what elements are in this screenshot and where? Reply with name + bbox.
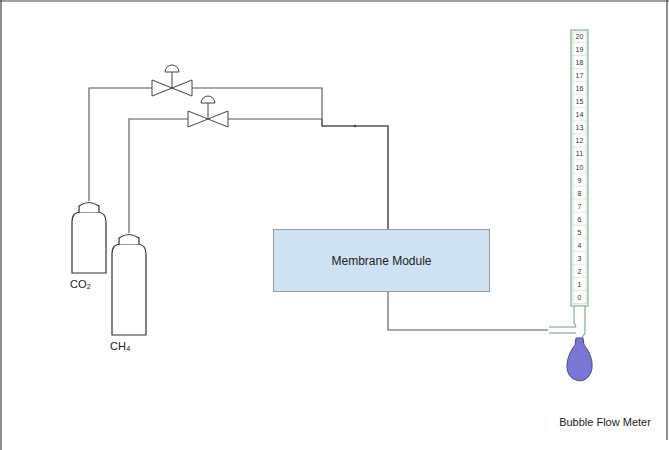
graduation-number: 10 [573,164,587,172]
graduation-number: 12 [573,137,587,145]
graduation-number: 4 [573,242,587,250]
ch4-cylinder: CH₄ [108,232,150,352]
flow-meter-illustration [549,30,592,381]
side-arm [549,332,576,333]
co2-cylinder: CO₂ [68,200,110,290]
graduation-number: 16 [573,85,587,93]
node-label: CO₂ [70,278,110,290]
graduation-tick [573,212,586,213]
graduation-tick [573,303,586,304]
graduation-tick [573,264,586,265]
graduation-number: 3 [573,255,587,263]
graduation-number: 19 [573,46,587,54]
graduation-tick [573,42,586,43]
graduation-tick [573,68,586,69]
graduation-tick [573,225,586,226]
rubber-bulb [567,338,592,381]
graduation-tick [573,159,586,160]
meter-tube-inner [573,32,586,304]
valve-symbol [152,65,192,96]
valve-handle [165,65,179,72]
side-arm [549,326,576,327]
valve-handle [201,96,215,103]
pipe-line [89,88,388,229]
graduation-number: 6 [573,216,587,224]
bubble-flow-meter: Bubble Flow Meter [548,28,648,430]
graduation-tick [573,290,586,291]
cylinder-body [112,244,146,335]
graduation-number: 13 [573,124,587,132]
meter-neck [574,306,585,338]
graduation-tick [573,186,586,187]
graduation-tick [573,238,586,239]
process-box: Membrane Module [273,229,490,292]
frame-line [0,0,1,450]
gas-cylinder [108,232,150,336]
graduation-number: 7 [573,203,587,211]
graduation-tick [573,277,586,278]
cylinder-cap [119,235,139,245]
graduation-number: 8 [573,190,587,198]
graduation-number: 14 [573,111,587,119]
pipe-line [388,292,548,330]
graduation-ticks [573,43,586,304]
node-label: Membrane Module [331,254,431,268]
graduation-number: 18 [573,59,587,67]
pipe-line [129,119,388,233]
graduation-number: 15 [573,98,587,106]
graduation-tick [573,120,586,121]
frame-line [0,0,669,1]
graduation-number: 2 [573,268,587,276]
graduation-tick [573,81,586,82]
graduation-tick [573,251,586,252]
graduation-number: 20 [573,33,587,41]
graduation-tick [573,133,586,134]
frame-line [666,0,667,440]
graduation-tick [573,146,586,147]
graduation-number: 1 [573,281,587,289]
graduation-tick [573,94,586,95]
cylinder-cap [79,203,99,213]
valve-stem [172,72,173,88]
meter-tube [571,30,588,306]
graduation-number: 17 [573,72,587,80]
graduation-tick [573,199,586,200]
graduation-tick [573,107,586,108]
node-label: Bubble Flow Meter [559,416,651,428]
graduation-tick [573,173,586,174]
graduation-number: 9 [573,177,587,185]
gas-cylinder [68,200,110,274]
junction-dot [354,125,357,128]
valve-stem [208,103,209,119]
graduation-number: 5 [573,229,587,237]
node-label: CH₄ [110,340,150,352]
valve-symbol [188,96,228,127]
graduation-number: 0 [573,294,587,302]
graduation-number: 11 [573,150,587,158]
cylinder-body [72,212,106,273]
graduation-tick [573,55,586,56]
